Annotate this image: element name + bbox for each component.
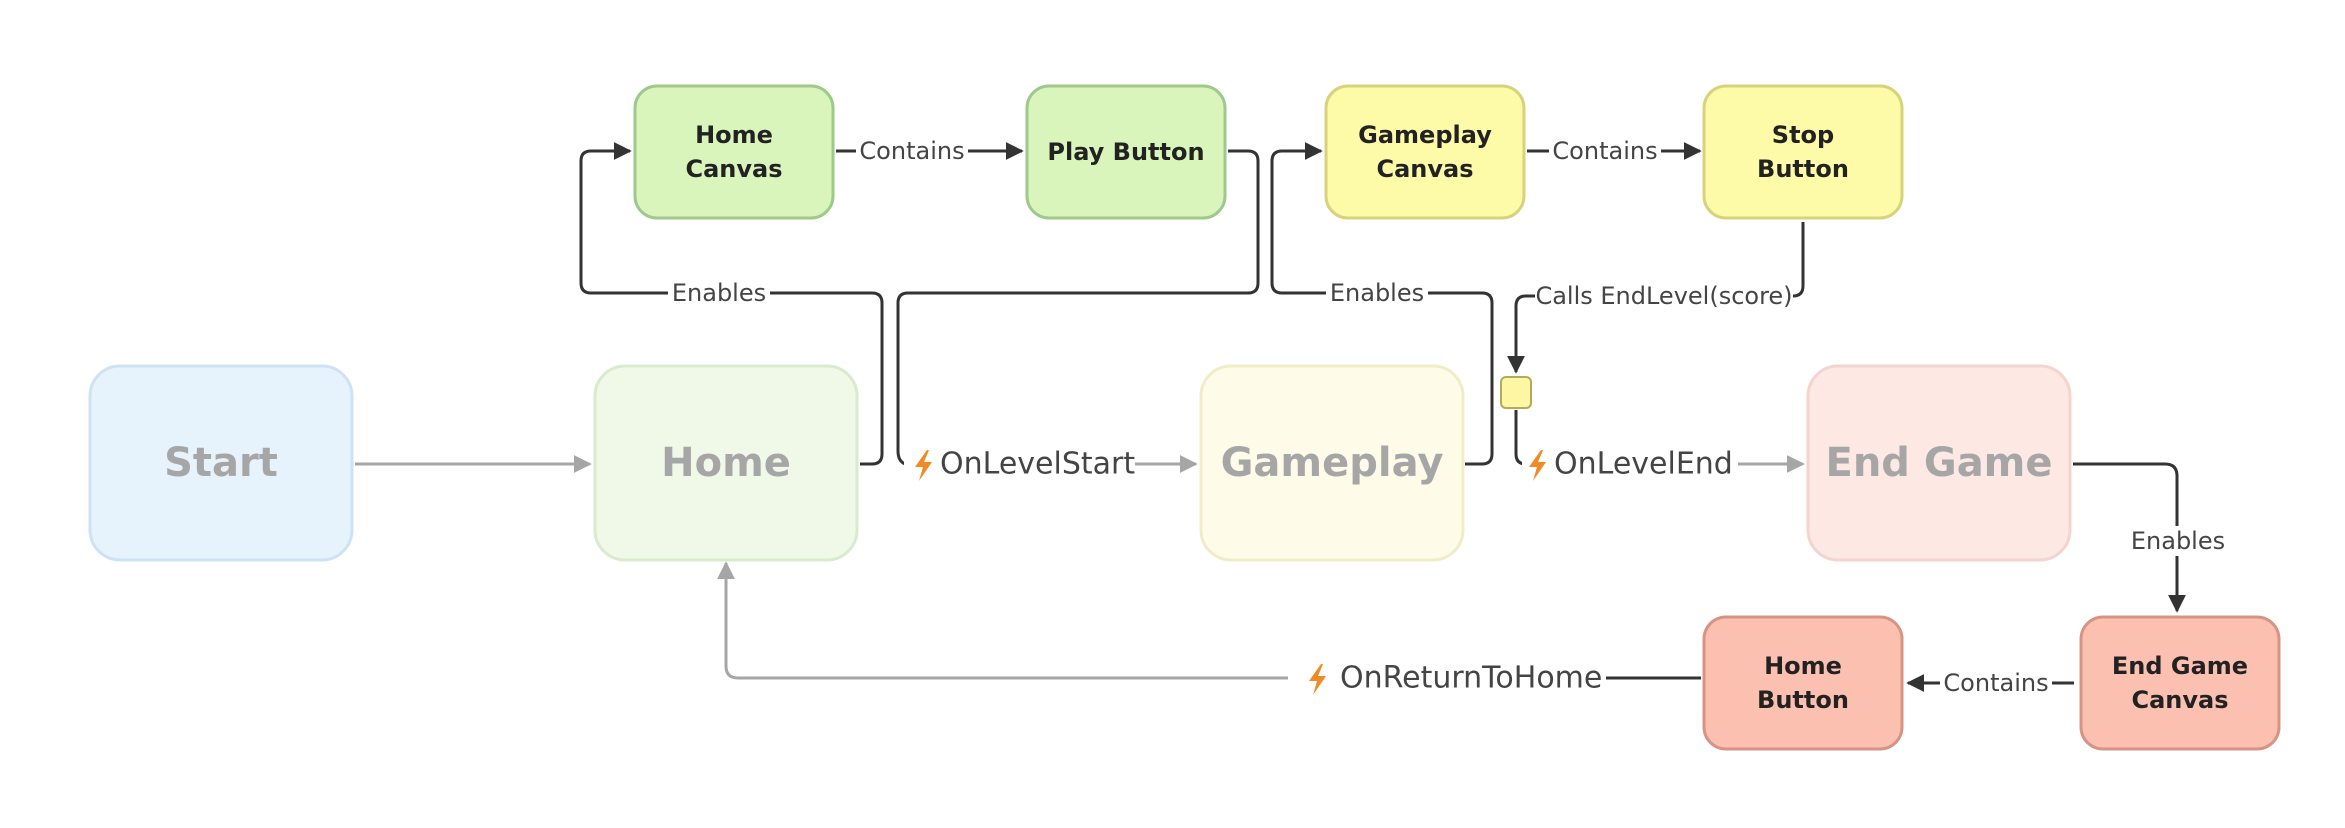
node-home-canvas[interactable]: Home Canvas [633,84,835,220]
state-label: Start [164,440,278,486]
event-on-return-to-home: OnReturnToHome [1292,658,1604,698]
node-label-line: Home [695,121,773,149]
state-end-game[interactable]: End Game [1806,364,2072,562]
node-label-line: Canvas [685,155,782,183]
edge-endgame-enables-endgamecanvas [2073,462,2186,613]
node-home-button[interactable]: Home Button [1702,615,1904,751]
junction-connector[interactable] [1500,376,1532,409]
event-label-text: OnLevelEnd [1554,447,1733,482]
state-home[interactable]: Home [593,364,859,562]
state-label: Gameplay [1221,440,1444,486]
edge-return-to-home [717,561,1288,680]
edge-label-text: Enables [2131,527,2225,555]
node-label-line: Button [1757,155,1849,183]
edge-label-text: Enables [672,279,766,307]
lightning-icon [915,450,932,481]
lightning-icon [1309,664,1326,695]
node-label-line: Home [1764,652,1842,680]
node-label-line: Canvas [2131,686,2228,714]
edge-label-contains-endgame: Contains [1940,668,2052,698]
event-on-level-start: OnLevelStart [904,444,1135,484]
state-label: Home [661,440,791,486]
edge-label-enables-home: Enables [668,278,770,308]
node-label-line: End Game [2112,652,2248,680]
node-label-line: Play Button [1047,138,1204,166]
event-label-text: OnLevelStart [940,447,1135,482]
node-label-line: Gameplay [1358,121,1492,149]
edge-label-text: Calls EndLevel(score) [1535,282,1792,310]
node-label-line: Stop [1772,121,1834,149]
event-on-level-end: OnLevelEnd [1522,444,1736,484]
event-label-text: OnReturnToHome [1340,661,1602,696]
state-gameplay[interactable]: Gameplay [1199,364,1465,562]
node-label-line: Button [1757,686,1849,714]
node-end-game-canvas[interactable]: End Game Canvas [2079,615,2281,751]
state-start[interactable]: Start [88,364,354,562]
state-label: End Game [1826,440,2053,486]
node-play-button[interactable]: Play Button [1025,84,1227,220]
edge-label-enables-gameplay: Enables [1326,278,1428,308]
edge-label-text: Contains [1552,137,1657,165]
edge-label-text: Contains [859,137,964,165]
edge-label-enables-endgame: Enables [2130,526,2226,556]
edge-label-calls-endlevel: Calls EndLevel(score) [1535,281,1793,311]
edge-label-contains-gameplay: Contains [1549,136,1661,166]
edge-playbutton-to-levelstart [896,149,1260,466]
node-gameplay-canvas[interactable]: Gameplay Canvas [1324,84,1526,220]
edge-label-text: Contains [1943,669,2048,697]
node-label-line: Canvas [1376,155,1473,183]
edge-label-text: Enables [1330,279,1424,307]
lightning-icon [1529,450,1546,481]
edge-label-contains-home: Contains [856,136,968,166]
node-stop-button[interactable]: Stop Button [1702,84,1904,220]
